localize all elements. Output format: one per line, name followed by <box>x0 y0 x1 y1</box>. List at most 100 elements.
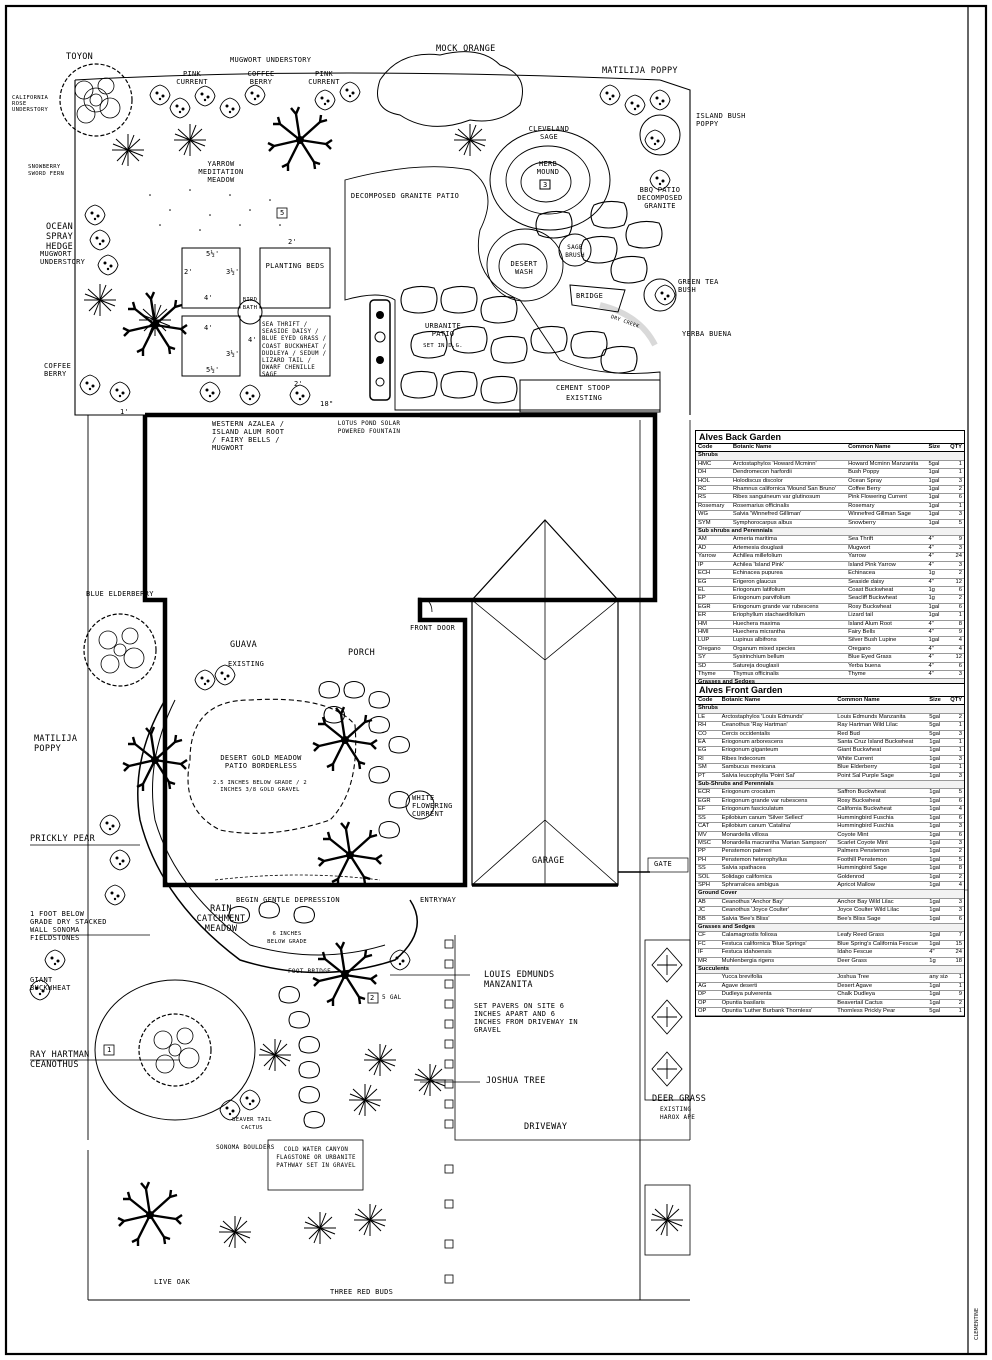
table-cell: Coast Buckwheat <box>846 586 927 596</box>
table-cell: Lizard tail <box>846 611 927 621</box>
table-cell: 1gal <box>926 519 948 529</box>
table-cell: Huechera maxima <box>730 620 847 629</box>
table-cell: BB <box>696 915 720 924</box>
section-title: Shrubs <box>696 704 964 714</box>
table-cell: Ceanothus 'Joyce Coulter' <box>719 906 836 916</box>
label-three-redbuds: THREE RED BUDS <box>330 1288 394 1296</box>
column-header: Size <box>927 697 949 706</box>
label-beavertail: BEAVER TAIL CACTUS <box>232 1117 272 1131</box>
table-cell: 1gal <box>927 915 949 924</box>
label-lotus-pond: LOTUS POND SOLAR POWERED FOUNTAIN <box>337 420 401 435</box>
label-coffee-berry-left: COFFEE BERRY <box>44 362 72 378</box>
table-cell: Blue Elderberry <box>835 763 928 773</box>
table-cell: HMC <box>696 460 731 470</box>
table-cell: 4 <box>947 645 964 655</box>
table-cell: Rosemary <box>696 502 731 512</box>
label-gate: GATE <box>654 860 673 868</box>
table-cell: Erigeron glaucus <box>730 578 847 587</box>
table-section-row: Sub shrubs and Perennials <box>696 527 964 537</box>
table-cell: Holodiscus discolor <box>730 477 847 487</box>
table-cell: 1g <box>926 586 948 596</box>
table-cell: MV <box>696 831 720 840</box>
table-cell: ECH <box>696 569 731 579</box>
table-section-row: Shrubs <box>696 451 964 461</box>
table-cell: AD <box>696 544 731 554</box>
table-cell: 1 <box>948 721 964 731</box>
table-cell: Penstemon heterophyllus <box>719 856 836 866</box>
table-cell: Oregano <box>846 645 927 655</box>
table-cell: Muhlenbergia rigens <box>719 957 836 967</box>
table-cell: SOL <box>696 873 720 882</box>
table-cell: 1 <box>947 468 964 478</box>
table-cell: 1gal <box>926 510 948 520</box>
table-cell: Satureja douglasii <box>730 662 847 671</box>
table-cell: Dendromecon harfordii <box>730 468 847 478</box>
table-cell: Festuca idahoensis <box>719 948 836 958</box>
table-cell: 1gal <box>927 990 949 1000</box>
label-sage-brush: SAGE BRUSH <box>565 244 585 259</box>
table-cell: Salvia spathacea <box>719 864 836 874</box>
label-desert-gold: DESERT GOLD MEADOW PATIO BORDERLESS <box>220 754 302 770</box>
table-cell: 3 <box>947 477 964 487</box>
table-cell: 1gal <box>926 502 948 512</box>
dim-label: 4' <box>204 324 214 332</box>
table-cell: 5 <box>947 519 964 529</box>
table-cell: 1gal <box>927 738 949 748</box>
table-cell: 3 <box>947 544 964 554</box>
dim-label: 18" <box>320 400 334 408</box>
table-cell: Ocean Spray <box>846 477 927 487</box>
table-cell: 24 <box>948 948 964 958</box>
table-cell: 1g <box>927 957 949 967</box>
table-cell: SY <box>696 653 731 663</box>
table-cell: Huechera micrantha <box>730 628 847 638</box>
label-sonoma-boulders: SONOMA BOULDERS <box>216 1144 275 1151</box>
table-cell: Joshua Tree <box>835 973 928 983</box>
table-cell: 4" <box>926 628 948 638</box>
table-cell: Opuntia 'Luther Burbank Thornless' <box>719 1007 836 1017</box>
table-cell: Achilea 'Island Pink' <box>730 561 847 571</box>
table-cell: 1gal <box>926 603 948 613</box>
table-cell: Symphorocarpus albus <box>730 519 847 529</box>
table-cell: 1g <box>926 594 948 604</box>
label-california-rose: CALIFORNIA ROSE UNDERSTORY <box>12 95 49 113</box>
table-cell: 1gal <box>926 636 948 646</box>
table-cell: EL <box>696 586 731 596</box>
table-section-row: Sub-Shrubs and Perennials <box>696 780 964 790</box>
table-cell: Arctostaphylos 'Louis Edmunds' <box>719 713 836 723</box>
label-garage: GARAGE <box>532 856 565 866</box>
column-header: Common Name <box>846 444 927 453</box>
label-set-pavers: SET PAVERS ON SITE 6 INCHES APART AND 6 … <box>474 1002 578 1034</box>
table-cell: 1gal <box>927 873 949 882</box>
table-cell: 1gal <box>927 940 949 950</box>
label-yerba-buena: YERBA BUENA <box>682 330 732 338</box>
table-cell: OP <box>696 999 720 1009</box>
table-cell: 1 <box>947 502 964 512</box>
table-cell: 1gal <box>926 611 948 621</box>
table-cell: IP <box>696 561 731 571</box>
table-cell: 2 <box>947 594 964 604</box>
label-mugwort-understory-top: MUGWORT UNDERSTORY <box>230 56 312 64</box>
dim-label: 2' <box>294 380 304 388</box>
table-cell: 5 <box>948 788 964 798</box>
table-cell: 1gal <box>927 814 949 824</box>
table-cell: Eriogonum parvifolium <box>730 594 847 604</box>
table-cell: RI <box>696 755 720 765</box>
table-cell: RS <box>696 493 731 503</box>
table-cell: 3 <box>948 772 964 782</box>
front-garden-title: Alves Front Garden <box>696 684 964 697</box>
table-cell: 1gal <box>927 805 949 815</box>
table-cell: 1gal <box>927 797 949 807</box>
table-cell: Rosy Buckwheat <box>846 603 927 613</box>
table-cell: 18 <box>948 957 964 967</box>
